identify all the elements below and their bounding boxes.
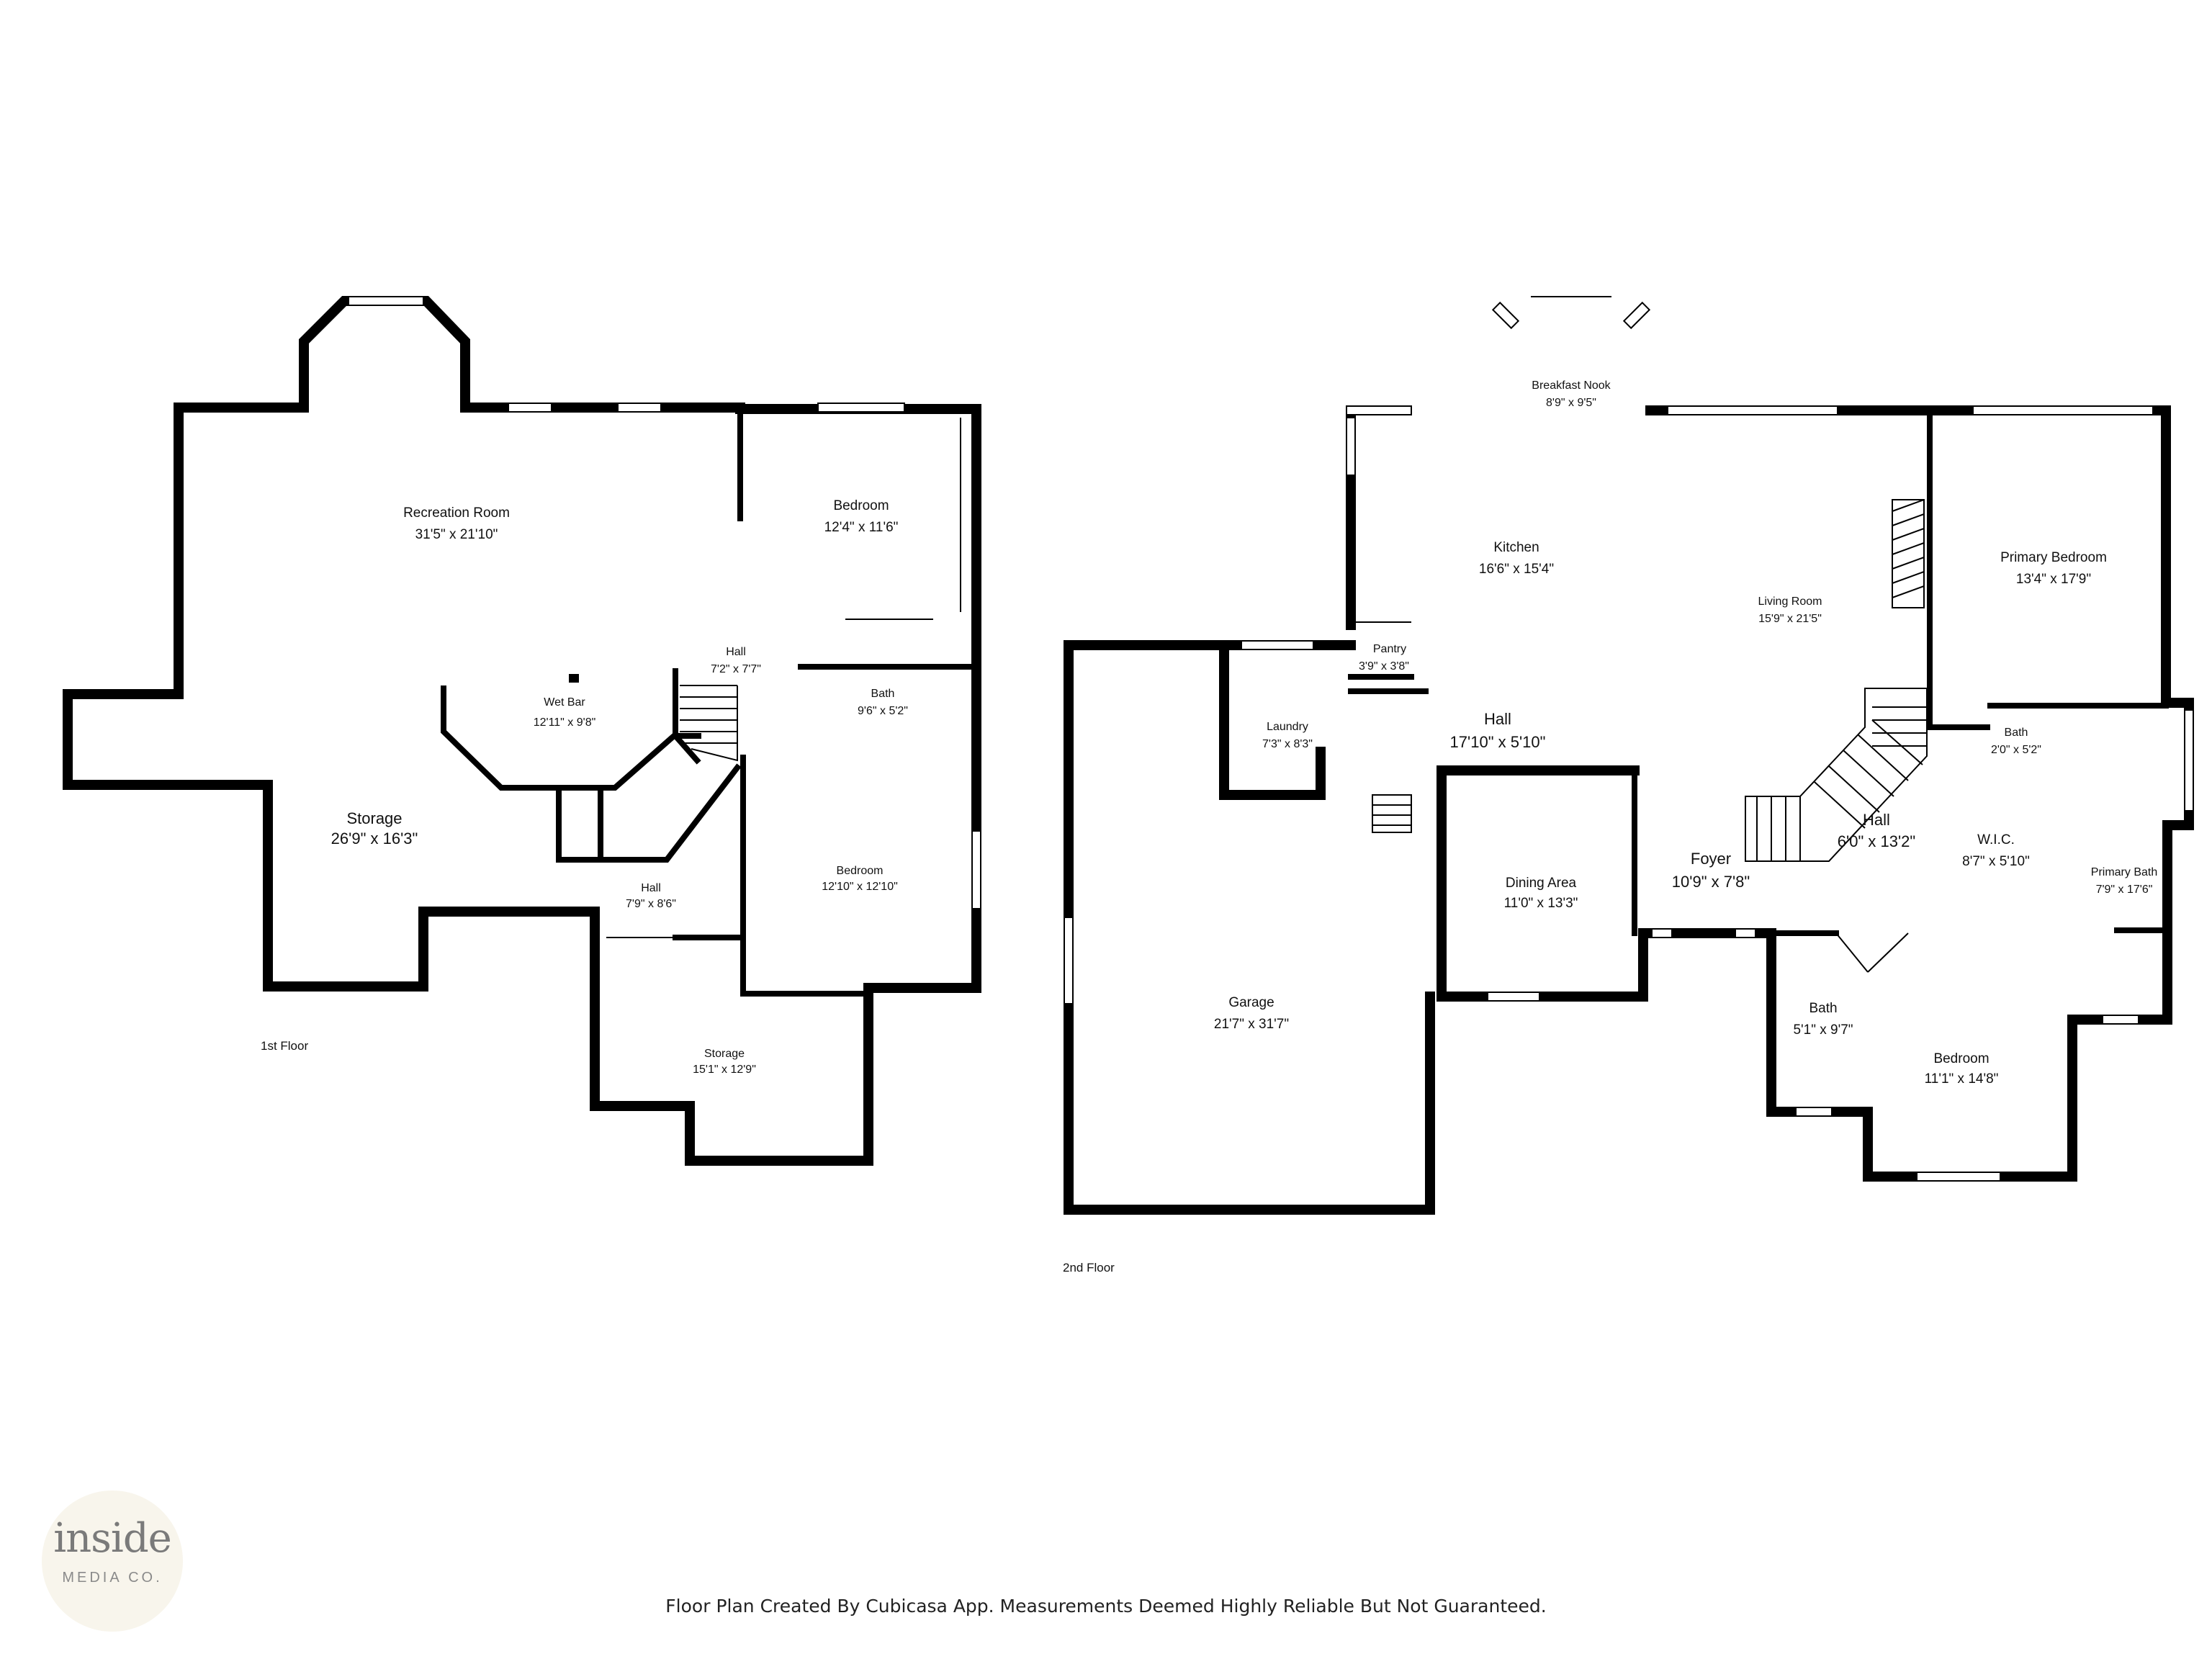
room-name: Bath	[871, 688, 895, 700]
room-name: Storage	[346, 809, 402, 827]
room-name: Bath	[2005, 727, 2028, 739]
first-floor-plan	[63, 296, 981, 1166]
room-dims: 15'9" x 21'5"	[1758, 613, 1822, 625]
room-dims: 7'9" x 8'6"	[626, 898, 676, 910]
room-labels-second-floor: Breakfast Nook 8'9" x 9'5" Kitchen 16'6"…	[1063, 379, 2157, 1274]
window	[1491, 301, 1520, 330]
logo-wordmark: inside	[53, 1515, 172, 1562]
room-name: Foyer	[1691, 850, 1731, 868]
window	[1622, 301, 1651, 330]
room-name: Kitchen	[1493, 540, 1539, 555]
stair-treads	[1756, 706, 1927, 861]
wet-bar-fixture	[569, 674, 579, 683]
basement-stair-wall	[673, 668, 701, 765]
room-dims: 31'5" x 21'10"	[415, 527, 498, 542]
room-dims: 9'6" x 5'2"	[858, 705, 908, 717]
room-name: Garage	[1228, 995, 1274, 1010]
room-dims: 13'4" x 17'9"	[2016, 572, 2091, 587]
room-dims: 21'7" x 31'7"	[1214, 1017, 1289, 1032]
floor-label: 2nd Floor	[1063, 1261, 1115, 1274]
room-name: Primary Bath	[2091, 866, 2157, 878]
room-name: Dining Area	[1506, 876, 1577, 891]
room-dims: 3'9" x 3'8"	[1359, 660, 1409, 673]
room-name: Hall	[1863, 811, 1890, 829]
window	[1972, 405, 2154, 415]
room-name: Living Room	[1758, 595, 1822, 608]
room-dims: 10'9" x 7'8"	[1672, 873, 1750, 891]
room-name: Pantry	[1373, 643, 1406, 655]
disclaimer-text: Floor Plan Created By Cubicasa App. Meas…	[665, 1596, 1547, 1617]
room-labels-first-floor: Recreation Room 31'5" x 21'10" Bedroom 1…	[261, 498, 908, 1076]
room-name: Hall	[1484, 710, 1511, 728]
room-name: Bath	[1809, 1001, 1837, 1016]
window	[1735, 928, 1756, 938]
floor-label: 1st Floor	[261, 1039, 308, 1053]
window	[1487, 992, 1540, 1002]
room-name: Recreation Room	[403, 505, 510, 521]
room-name: Bedroom	[1933, 1051, 1989, 1066]
window	[1064, 917, 1074, 1004]
room-name: Hall	[726, 646, 746, 658]
window	[971, 830, 981, 909]
basement-stairs	[680, 685, 738, 762]
room-dims: 16'6" x 15'4"	[1479, 562, 1554, 577]
window	[2102, 1015, 2139, 1025]
room-dims: 12'11" x 9'8"	[534, 716, 596, 729]
window	[1916, 1172, 2001, 1182]
first-floor-outer-wall	[63, 296, 981, 1166]
room-name: Bedroom	[833, 498, 889, 513]
room-dims: 2'0" x 5'2"	[1991, 744, 2041, 756]
laundry-wall	[1219, 640, 1326, 800]
room-name: W.I.C.	[1977, 832, 2015, 848]
hall-angled-door	[1835, 932, 1869, 973]
room-dims: 15'1" x 12'9"	[693, 1064, 756, 1076]
window	[1667, 405, 1838, 415]
garage-wall	[1064, 640, 1435, 1215]
room-dims: 12'10" x 12'10"	[822, 881, 898, 893]
room-dims: 7'2" x 7'7"	[711, 663, 761, 675]
fireplace-hatch	[1892, 499, 1925, 598]
room-dims: 8'7" x 5'10"	[1962, 854, 2030, 869]
window	[508, 403, 552, 413]
window	[1795, 1107, 1833, 1117]
room-dims: 11'0" x 13'3"	[1504, 896, 1578, 911]
window	[817, 403, 905, 413]
rear-outer-wall	[1437, 405, 2194, 1182]
room-dims: 17'10" x 5'10"	[1450, 733, 1546, 751]
room-name: Primary Bedroom	[2000, 550, 2107, 565]
window	[617, 403, 662, 413]
inside-media-logo: inside MEDIA CO.	[42, 1491, 183, 1632]
window	[1346, 405, 1412, 415]
room-dims: 7'9" x 17'6"	[2096, 884, 2153, 896]
room-name: Hall	[641, 882, 661, 894]
room-dims: 26'9" x 16'3"	[331, 830, 418, 848]
room-dims: 7'3" x 8'3"	[1262, 738, 1313, 750]
window	[348, 296, 424, 306]
hall-angled-door	[1867, 932, 1909, 973]
room-dims: 11'1" x 14'8"	[1925, 1071, 1999, 1087]
room-dims: 6'0" x 13'2"	[1838, 832, 1915, 850]
room-dims: 5'1" x 9'7"	[1793, 1022, 1853, 1038]
room-dims: 12'4" x 11'6"	[824, 520, 899, 535]
window	[1346, 417, 1356, 476]
room-dims: 8'9" x 9'5"	[1546, 397, 1596, 409]
logo-subtitle: MEDIA CO.	[62, 1570, 163, 1586]
second-floor-plan	[1064, 296, 2194, 1215]
under-stair-closet	[556, 791, 603, 863]
room-name: Wet Bar	[544, 696, 585, 709]
main-stairs	[1745, 688, 1928, 862]
window	[2184, 709, 2194, 811]
room-name: Bedroom	[837, 865, 884, 877]
room-name: Storage	[704, 1048, 745, 1060]
garage-steps	[1372, 794, 1412, 833]
room-name: Laundry	[1267, 721, 1308, 733]
window	[1651, 928, 1673, 938]
under-stair-wall	[599, 763, 742, 863]
room-name: Breakfast Nook	[1532, 379, 1611, 392]
window	[1241, 640, 1314, 650]
